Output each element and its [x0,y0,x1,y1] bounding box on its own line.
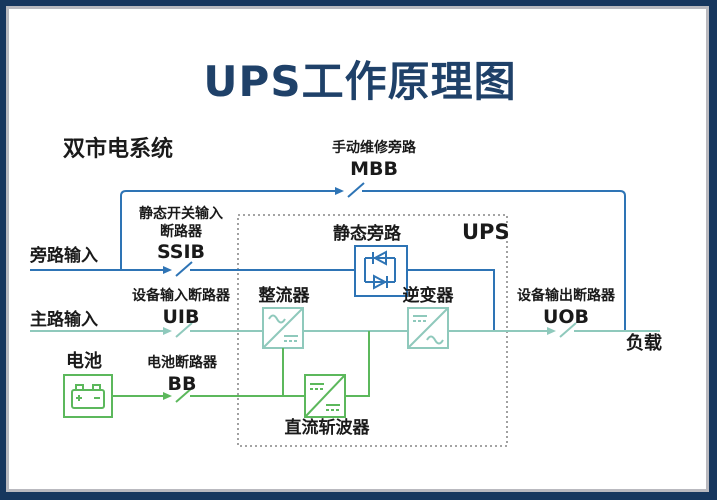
manual-bypass-line [120,190,626,330]
ups-unit-label: UPS [462,220,510,244]
inverter-icon [407,307,449,349]
dc-chopper-icon [304,374,346,418]
manual-bypass-caption: 手动维修旁路 [332,140,416,156]
output-breaker-label: 设备输出断路器 UOB [517,288,615,329]
rectifier-label: 整流器 [258,286,310,306]
manual-bypass-label: 手动维修旁路 MBB [332,140,416,181]
breaker-uob-icon [547,322,577,338]
system-type-label: 双市电系统 [63,137,174,162]
battery-label: 电池 [66,351,102,372]
breaker-uib-icon [163,322,193,338]
battery-breaker-label: 电池断路器 BB [147,355,217,396]
static-switch-breaker-label: 静态开关输入 断路器 SSIB [139,206,223,265]
input-breaker-label: 设备输入断路器 UIB [132,288,230,329]
uib-code: UIB [162,305,200,328]
ssib-caption-line1: 静态开关输入 [139,206,223,222]
uob-caption: 设备输出断路器 [517,288,615,304]
static-bypass-icon [354,245,408,297]
bb-caption: 电池断路器 [147,355,217,371]
load-label: 负载 [626,333,662,354]
ssib-caption-line2: 断路器 [160,223,202,240]
bypass-input-line [30,269,495,330]
breaker-bb-icon [163,387,193,403]
breaker-mbb-icon [335,182,365,198]
manual-bypass-code: MBB [350,157,398,180]
breaker-ssib-icon [163,261,193,277]
uib-caption: 设备输入断路器 [132,288,230,304]
dc-chopper-label: 直流斩波器 [284,418,370,438]
inverter-label: 逆变器 [402,286,454,306]
uob-code: UOB [542,305,590,328]
bb-code: BB [167,372,197,395]
rectifier-icon [262,307,304,349]
bypass-input-label: 旁路输入 [30,246,98,266]
diagram-frame [6,6,709,492]
static-bypass-label: 静态旁路 [333,224,401,244]
battery-line [112,331,370,397]
main-input-label: 主路输入 [30,310,98,330]
ssib-code: SSIB [156,241,206,263]
battery-icon [63,374,113,418]
page-title: UPS工作原理图 [203,57,517,106]
